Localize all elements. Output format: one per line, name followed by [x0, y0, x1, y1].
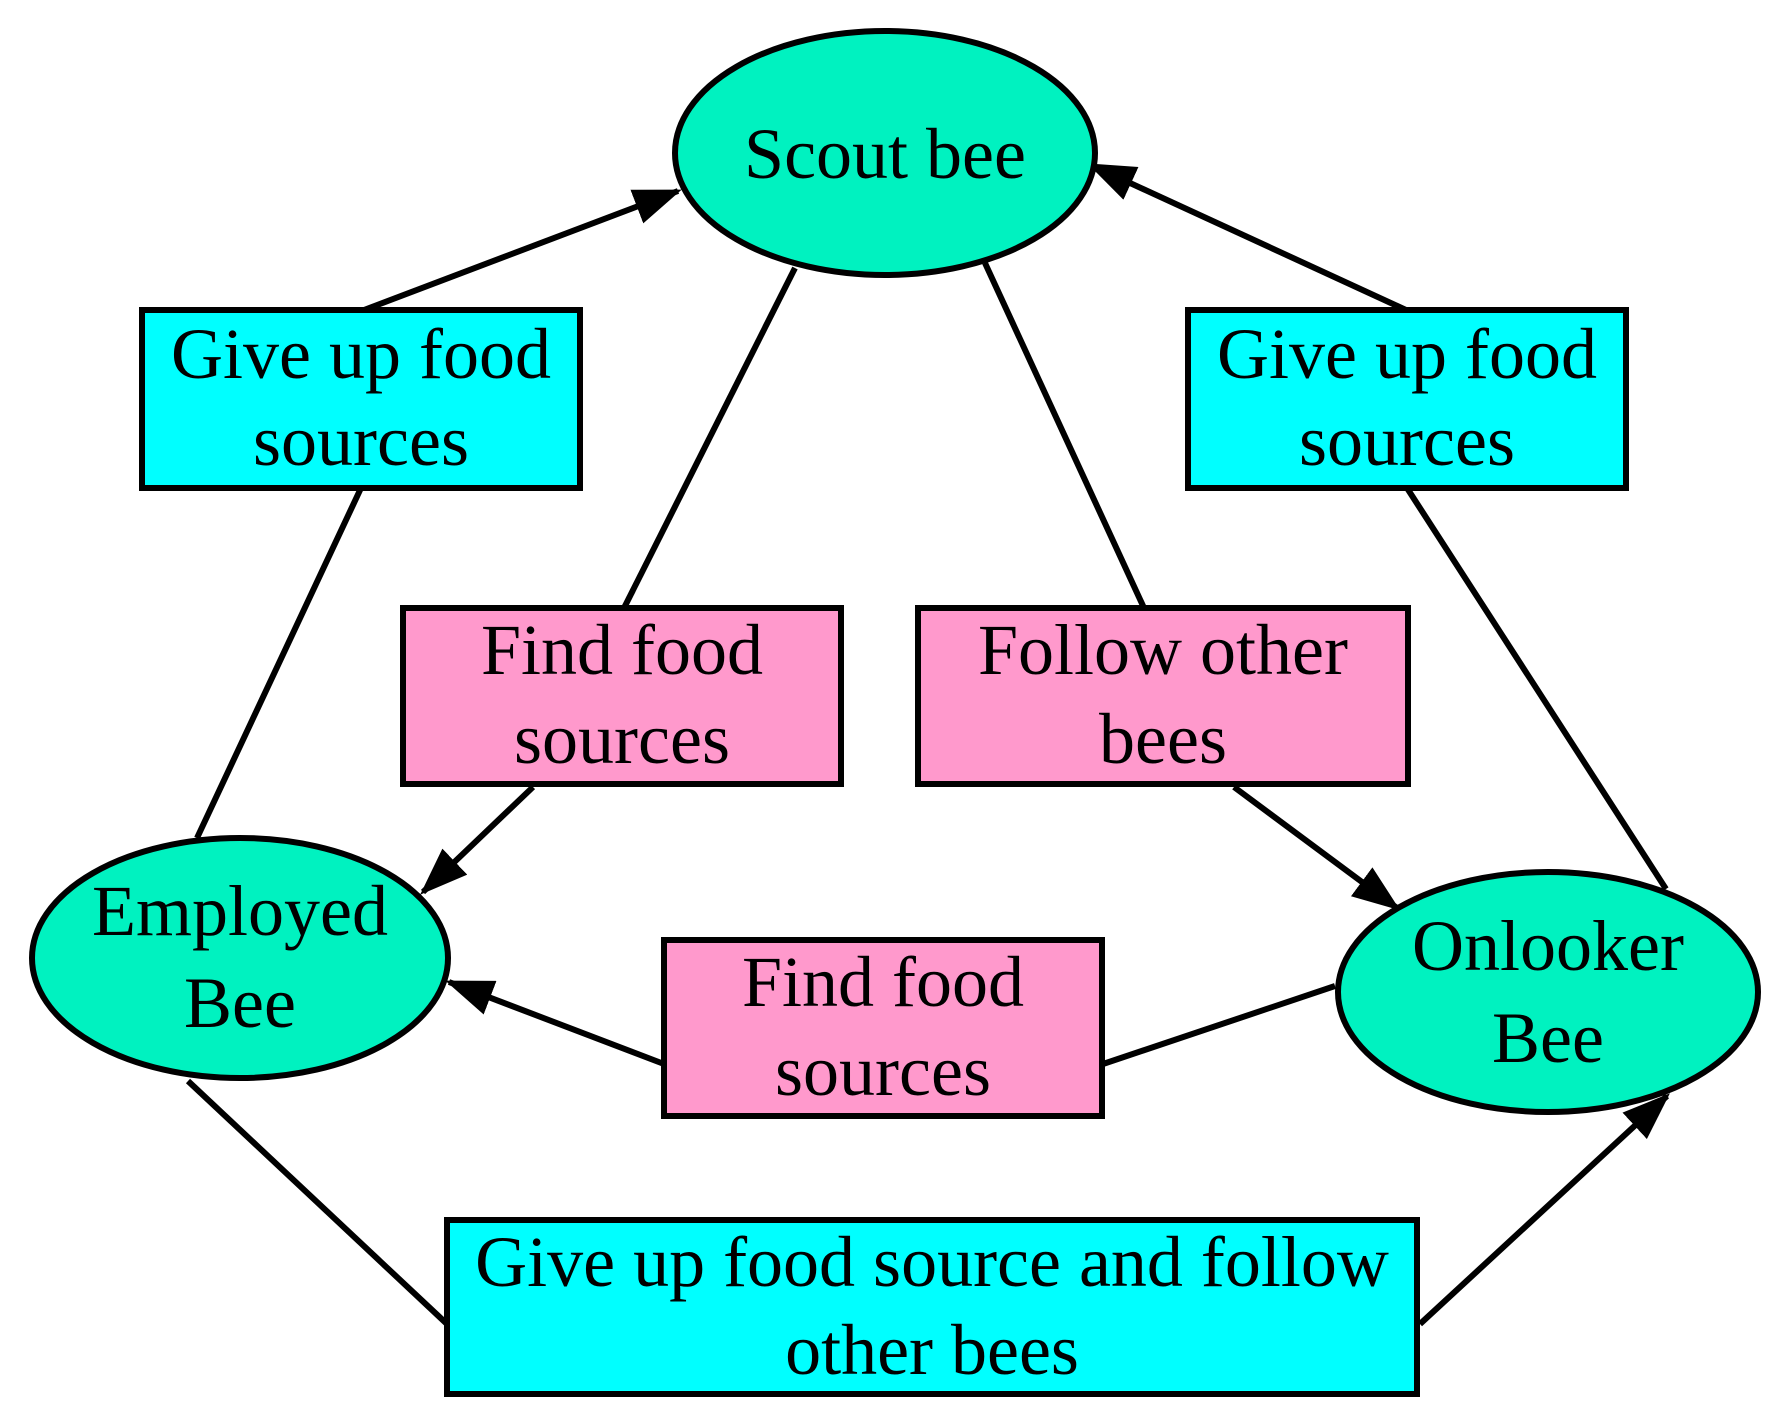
- node-employed-bee: Employed Bee: [29, 835, 451, 1081]
- employed-bee-label-line1: Employed: [92, 871, 388, 951]
- connector-onlooker-to-find-middle: [1102, 983, 1336, 1067]
- connector-employed-to-give-up-left: [194, 486, 364, 840]
- connector-give-up-right-to-scout: [1087, 162, 1408, 313]
- node-onlooker-bee: Onlooker Bee: [1335, 869, 1761, 1115]
- onlooker-bee-ellipse: [1335, 869, 1761, 1115]
- connector-give-up-bottom-to-onlooker: [1417, 1093, 1670, 1327]
- give-up-left-line2: sources: [253, 401, 469, 481]
- follow-top-line2: bees: [1099, 699, 1227, 779]
- connector-give-up-left-to-scout: [362, 188, 682, 313]
- find-middle-line2: sources: [775, 1031, 991, 1111]
- find-top-rect: [400, 605, 844, 787]
- give-up-right-line2: sources: [1299, 401, 1515, 481]
- connector-scout-to-find-top: [621, 266, 798, 610]
- find-top-line1: Find food: [481, 610, 763, 690]
- box-find-food-top: Find food sources: [400, 605, 844, 787]
- give-up-right-line1: Give up food: [1217, 314, 1597, 394]
- onlooker-bee-label-line1: Onlooker: [1412, 906, 1684, 986]
- give-up-bottom-line1: Give up food source and follow: [475, 1222, 1389, 1302]
- find-middle-line1: Find food: [742, 942, 1024, 1022]
- connector-find-middle-to-employed: [445, 979, 666, 1067]
- box-give-up-right: Give up food sources: [1185, 307, 1629, 491]
- connectors: [185, 162, 1670, 1327]
- scout-bee-label: Scout bee: [744, 114, 1026, 194]
- employed-bee-ellipse: [29, 835, 451, 1081]
- find-top-line2: sources: [514, 699, 730, 779]
- scout-bee-ellipse: [672, 28, 1098, 278]
- employed-bee-label-line2: Bee: [184, 963, 296, 1043]
- box-give-up-left: Give up food sources: [139, 307, 583, 491]
- box-give-up-bottom: Give up food source and follow other bee…: [444, 1217, 1420, 1397]
- give-up-bottom-line2: other bees: [785, 1310, 1079, 1390]
- connector-scout-to-follow-top: [982, 261, 1147, 610]
- node-scout-bee: Scout bee: [672, 28, 1098, 278]
- onlooker-bee-label-line2: Bee: [1492, 998, 1604, 1078]
- connector-employed-to-give-up-bottom: [185, 1078, 450, 1327]
- give-up-right-rect: [1185, 307, 1629, 491]
- give-up-left-rect: [139, 307, 583, 491]
- connector-follow-top-to-onlooker: [1232, 784, 1401, 911]
- connector-find-top-to-employed: [420, 784, 536, 895]
- follow-top-rect: [915, 605, 1411, 787]
- find-middle-rect: [661, 937, 1105, 1119]
- box-find-food-middle: Find food sources: [661, 937, 1105, 1119]
- give-up-left-line1: Give up food: [171, 314, 551, 394]
- connector-onlooker-to-give-up-right: [1404, 486, 1669, 891]
- box-follow-other-bees: Follow other bees: [915, 605, 1411, 787]
- give-up-bottom-rect: [444, 1217, 1420, 1397]
- follow-top-line1: Follow other: [978, 610, 1348, 690]
